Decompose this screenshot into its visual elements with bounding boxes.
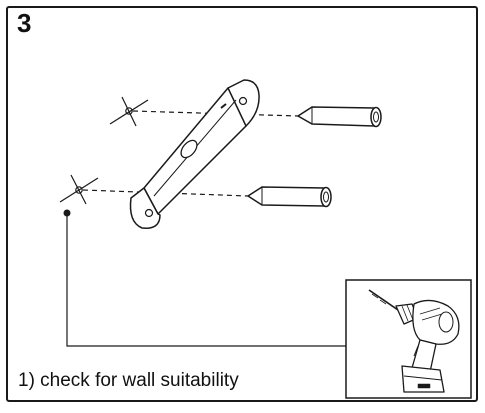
panel-frame bbox=[6, 6, 478, 402]
crosshair-mark-icon bbox=[59, 174, 99, 205]
wall-plug-icon bbox=[246, 186, 332, 208]
cordless-drill-icon bbox=[368, 289, 460, 393]
step-number: 3 bbox=[17, 8, 32, 38]
wall-bracket-icon bbox=[129, 79, 260, 229]
wall-plug-icon bbox=[296, 106, 382, 128]
step-caption: 1) check for wall suitability bbox=[18, 370, 239, 391]
crosshair-mark-icon bbox=[109, 96, 149, 127]
leader-line bbox=[66, 213, 347, 347]
